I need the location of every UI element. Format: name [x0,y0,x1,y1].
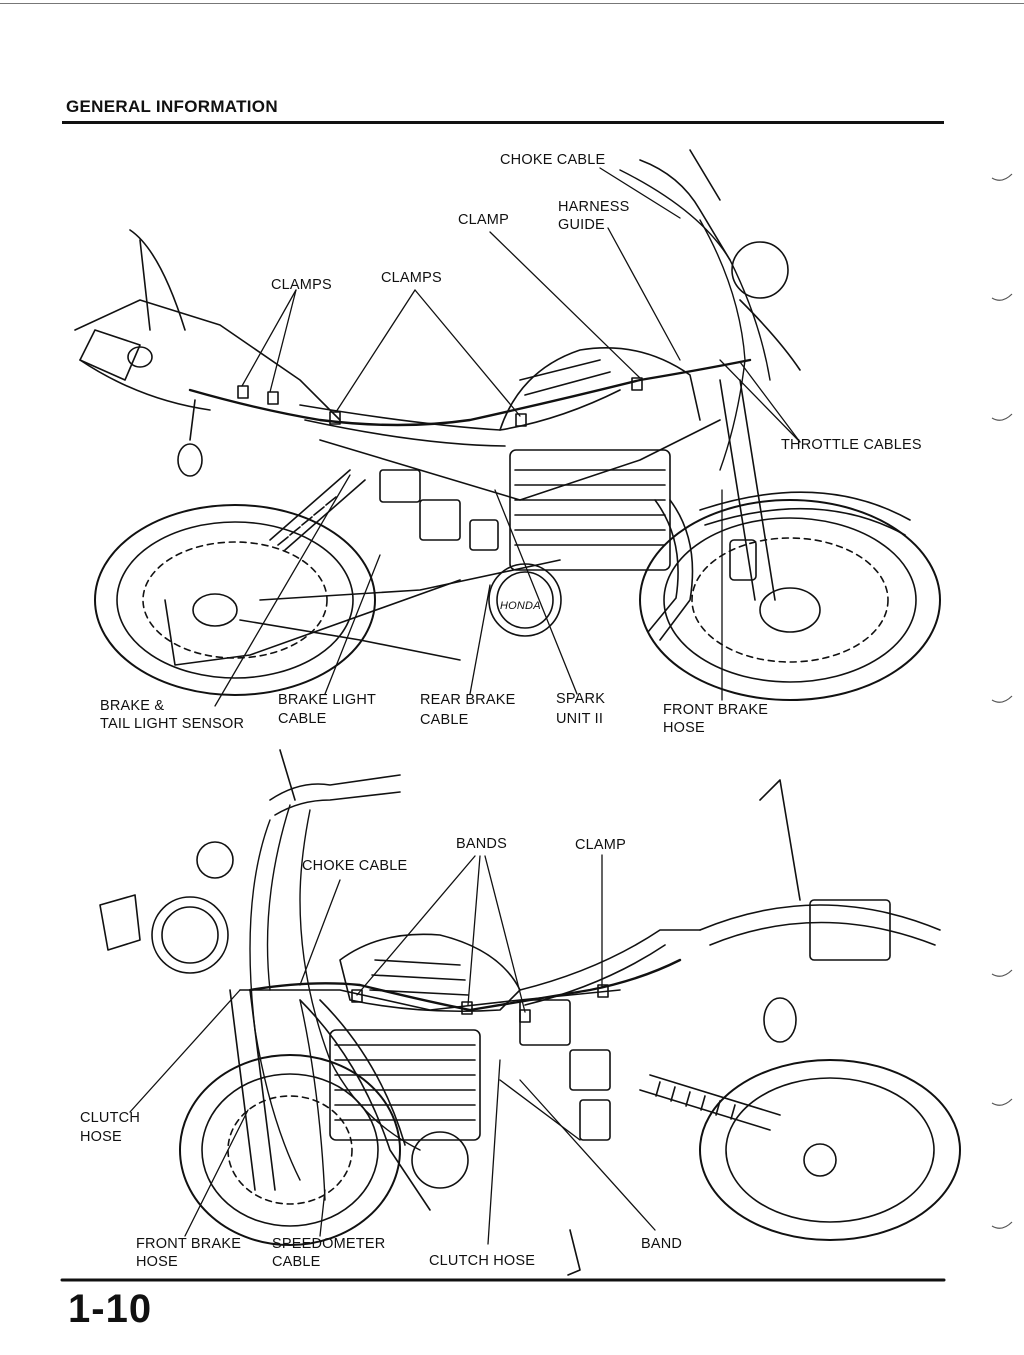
label-speedometer-line2: CABLE [272,1254,321,1270]
engine-brand-mark: HONDA [500,600,541,612]
label-throttle-cables: THROTTLE CABLES [781,437,922,453]
bottom-motorcycle-illustration [99,749,961,1276]
label-spark-unit-line2: UNIT II [556,711,604,727]
margin-mark [991,173,1013,181]
page-title: GENERAL INFORMATION [66,97,278,116]
label-speedometer-line1: SPEEDOMETER [272,1236,386,1252]
label-band: BAND [641,1236,683,1252]
label-front-brake-top-line2: HOSE [663,720,705,736]
top-motorcycle-illustration [74,149,941,701]
label-front-brake-bottom-line1: FRONT BRAKE [136,1236,242,1252]
label-choke-cable-bottom: CHOKE CABLE [302,858,408,874]
bottom-leader-lines [129,854,656,1245]
label-bands: BANDS [456,836,507,852]
label-harness-guide-line2: GUIDE [558,217,605,233]
label-harness-guide-line1: HARNESS [558,199,630,215]
label-clutch-hose-left-line2: HOSE [80,1129,122,1145]
label-brake-tail-line1: BRAKE & [100,698,165,714]
label-brake-light-line2: CABLE [278,711,327,727]
label-clamps-mid: CLAMPS [381,270,442,286]
margin-mark [991,1221,1013,1229]
margin-mark [991,695,1013,703]
top-edge-rule [0,3,1024,4]
margin-mark [991,969,1013,977]
label-clamp-bottom: CLAMP [575,837,626,853]
label-clamp-top: CLAMP [458,212,509,228]
top-leader-lines [214,167,801,707]
page-number: 1-10 [68,1287,153,1331]
label-rear-brake-line1: REAR BRAKE [420,692,516,708]
header-rule [62,121,944,124]
margin-mark [991,413,1013,421]
label-choke-cable-top: CHOKE CABLE [500,152,606,168]
label-clutch-hose-left-line1: CLUTCH [80,1110,141,1126]
label-brake-light-line1: BRAKE LIGHT [278,692,377,708]
label-clamps-left: CLAMPS [271,277,332,293]
label-clutch-hose-bottom: CLUTCH HOSE [429,1253,536,1269]
label-spark-unit-line1: SPARK [556,691,606,707]
margin-mark [991,293,1013,301]
margin-mark [991,1098,1013,1106]
label-brake-tail-line2: TAIL LIGHT SENSOR [100,716,245,732]
label-rear-brake-line2: CABLE [420,712,469,728]
label-front-brake-bottom-line2: HOSE [136,1254,178,1270]
label-front-brake-top-line1: FRONT BRAKE [663,702,769,718]
